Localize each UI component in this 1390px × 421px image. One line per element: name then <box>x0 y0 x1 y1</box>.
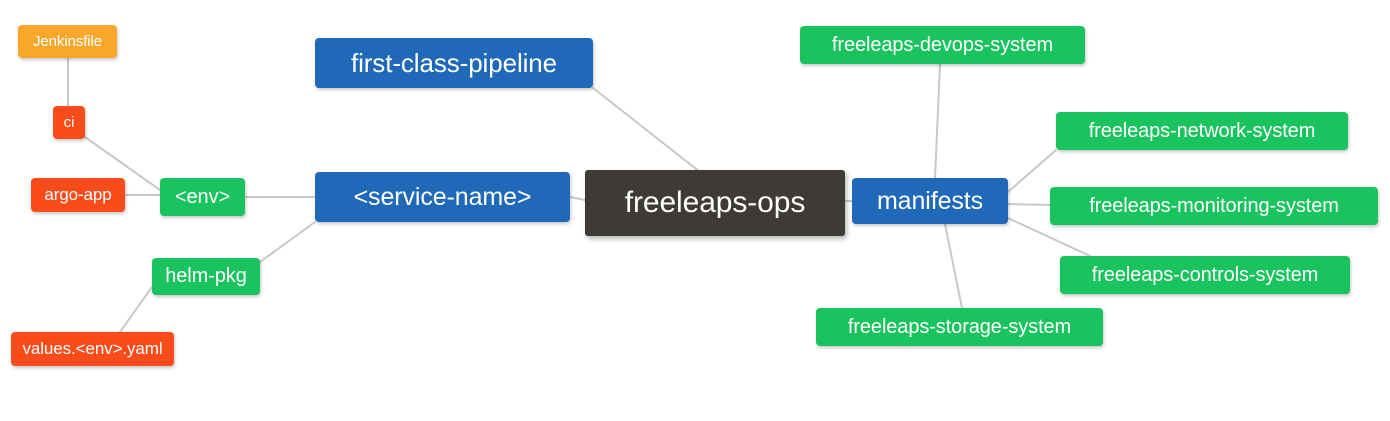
node-controls-system[interactable]: freeleaps-controls-system <box>1060 256 1350 294</box>
edge-root-service-name <box>569 196 586 201</box>
node-label: freeleaps-controls-system <box>1091 263 1319 286</box>
node-argo-app[interactable]: argo-app <box>31 178 125 212</box>
edge-manifests-storage <box>944 223 963 309</box>
node-root[interactable]: freeleaps-ops <box>585 170 845 236</box>
node-values-yaml[interactable]: values.<env>.yaml <box>11 332 174 366</box>
node-label: freeleaps-devops-system <box>831 33 1054 56</box>
edge-manifests-devops <box>934 63 941 179</box>
node-storage-system[interactable]: freeleaps-storage-system <box>816 308 1103 346</box>
node-jenkinsfile[interactable]: Jenkinsfile <box>18 25 117 58</box>
node-label: freeleaps-storage-system <box>847 315 1072 338</box>
node-label: freeleaps-monitoring-system <box>1089 194 1339 217</box>
node-helm-pkg[interactable]: helm-pkg <box>152 258 260 295</box>
node-monitoring-system[interactable]: freeleaps-monitoring-system <box>1050 187 1378 225</box>
node-pipeline[interactable]: first-class-pipeline <box>315 38 593 88</box>
node-service-name[interactable]: <service-name> <box>315 172 570 222</box>
edge-service-name-pipeline <box>592 87 701 173</box>
node-label: ci <box>63 114 75 131</box>
node-label: <service-name> <box>353 182 532 211</box>
node-label: <env> <box>174 185 231 208</box>
node-manifests[interactable]: manifests <box>852 178 1008 224</box>
edge-service-name-helm-pkg <box>259 221 316 263</box>
node-label: first-class-pipeline <box>350 47 558 78</box>
node-label: helm-pkg <box>165 265 247 287</box>
node-label: manifests <box>876 186 984 215</box>
node-devops-system[interactable]: freeleaps-devops-system <box>800 26 1085 64</box>
node-label: freeleaps-network-system <box>1088 119 1316 142</box>
node-label: freeleaps-ops <box>624 186 806 219</box>
node-env[interactable]: <env> <box>160 178 245 216</box>
edge-manifests-network <box>1007 149 1057 193</box>
node-network-system[interactable]: freeleaps-network-system <box>1056 112 1348 150</box>
node-label: Jenkinsfile <box>33 33 102 50</box>
node-ci[interactable]: ci <box>53 106 85 139</box>
edge-manifests-monitoring <box>1007 203 1051 206</box>
edge-helm-pkg-values-yaml <box>119 286 153 333</box>
node-label: argo-app <box>44 185 112 204</box>
node-label: values.<env>.yaml <box>22 339 163 358</box>
